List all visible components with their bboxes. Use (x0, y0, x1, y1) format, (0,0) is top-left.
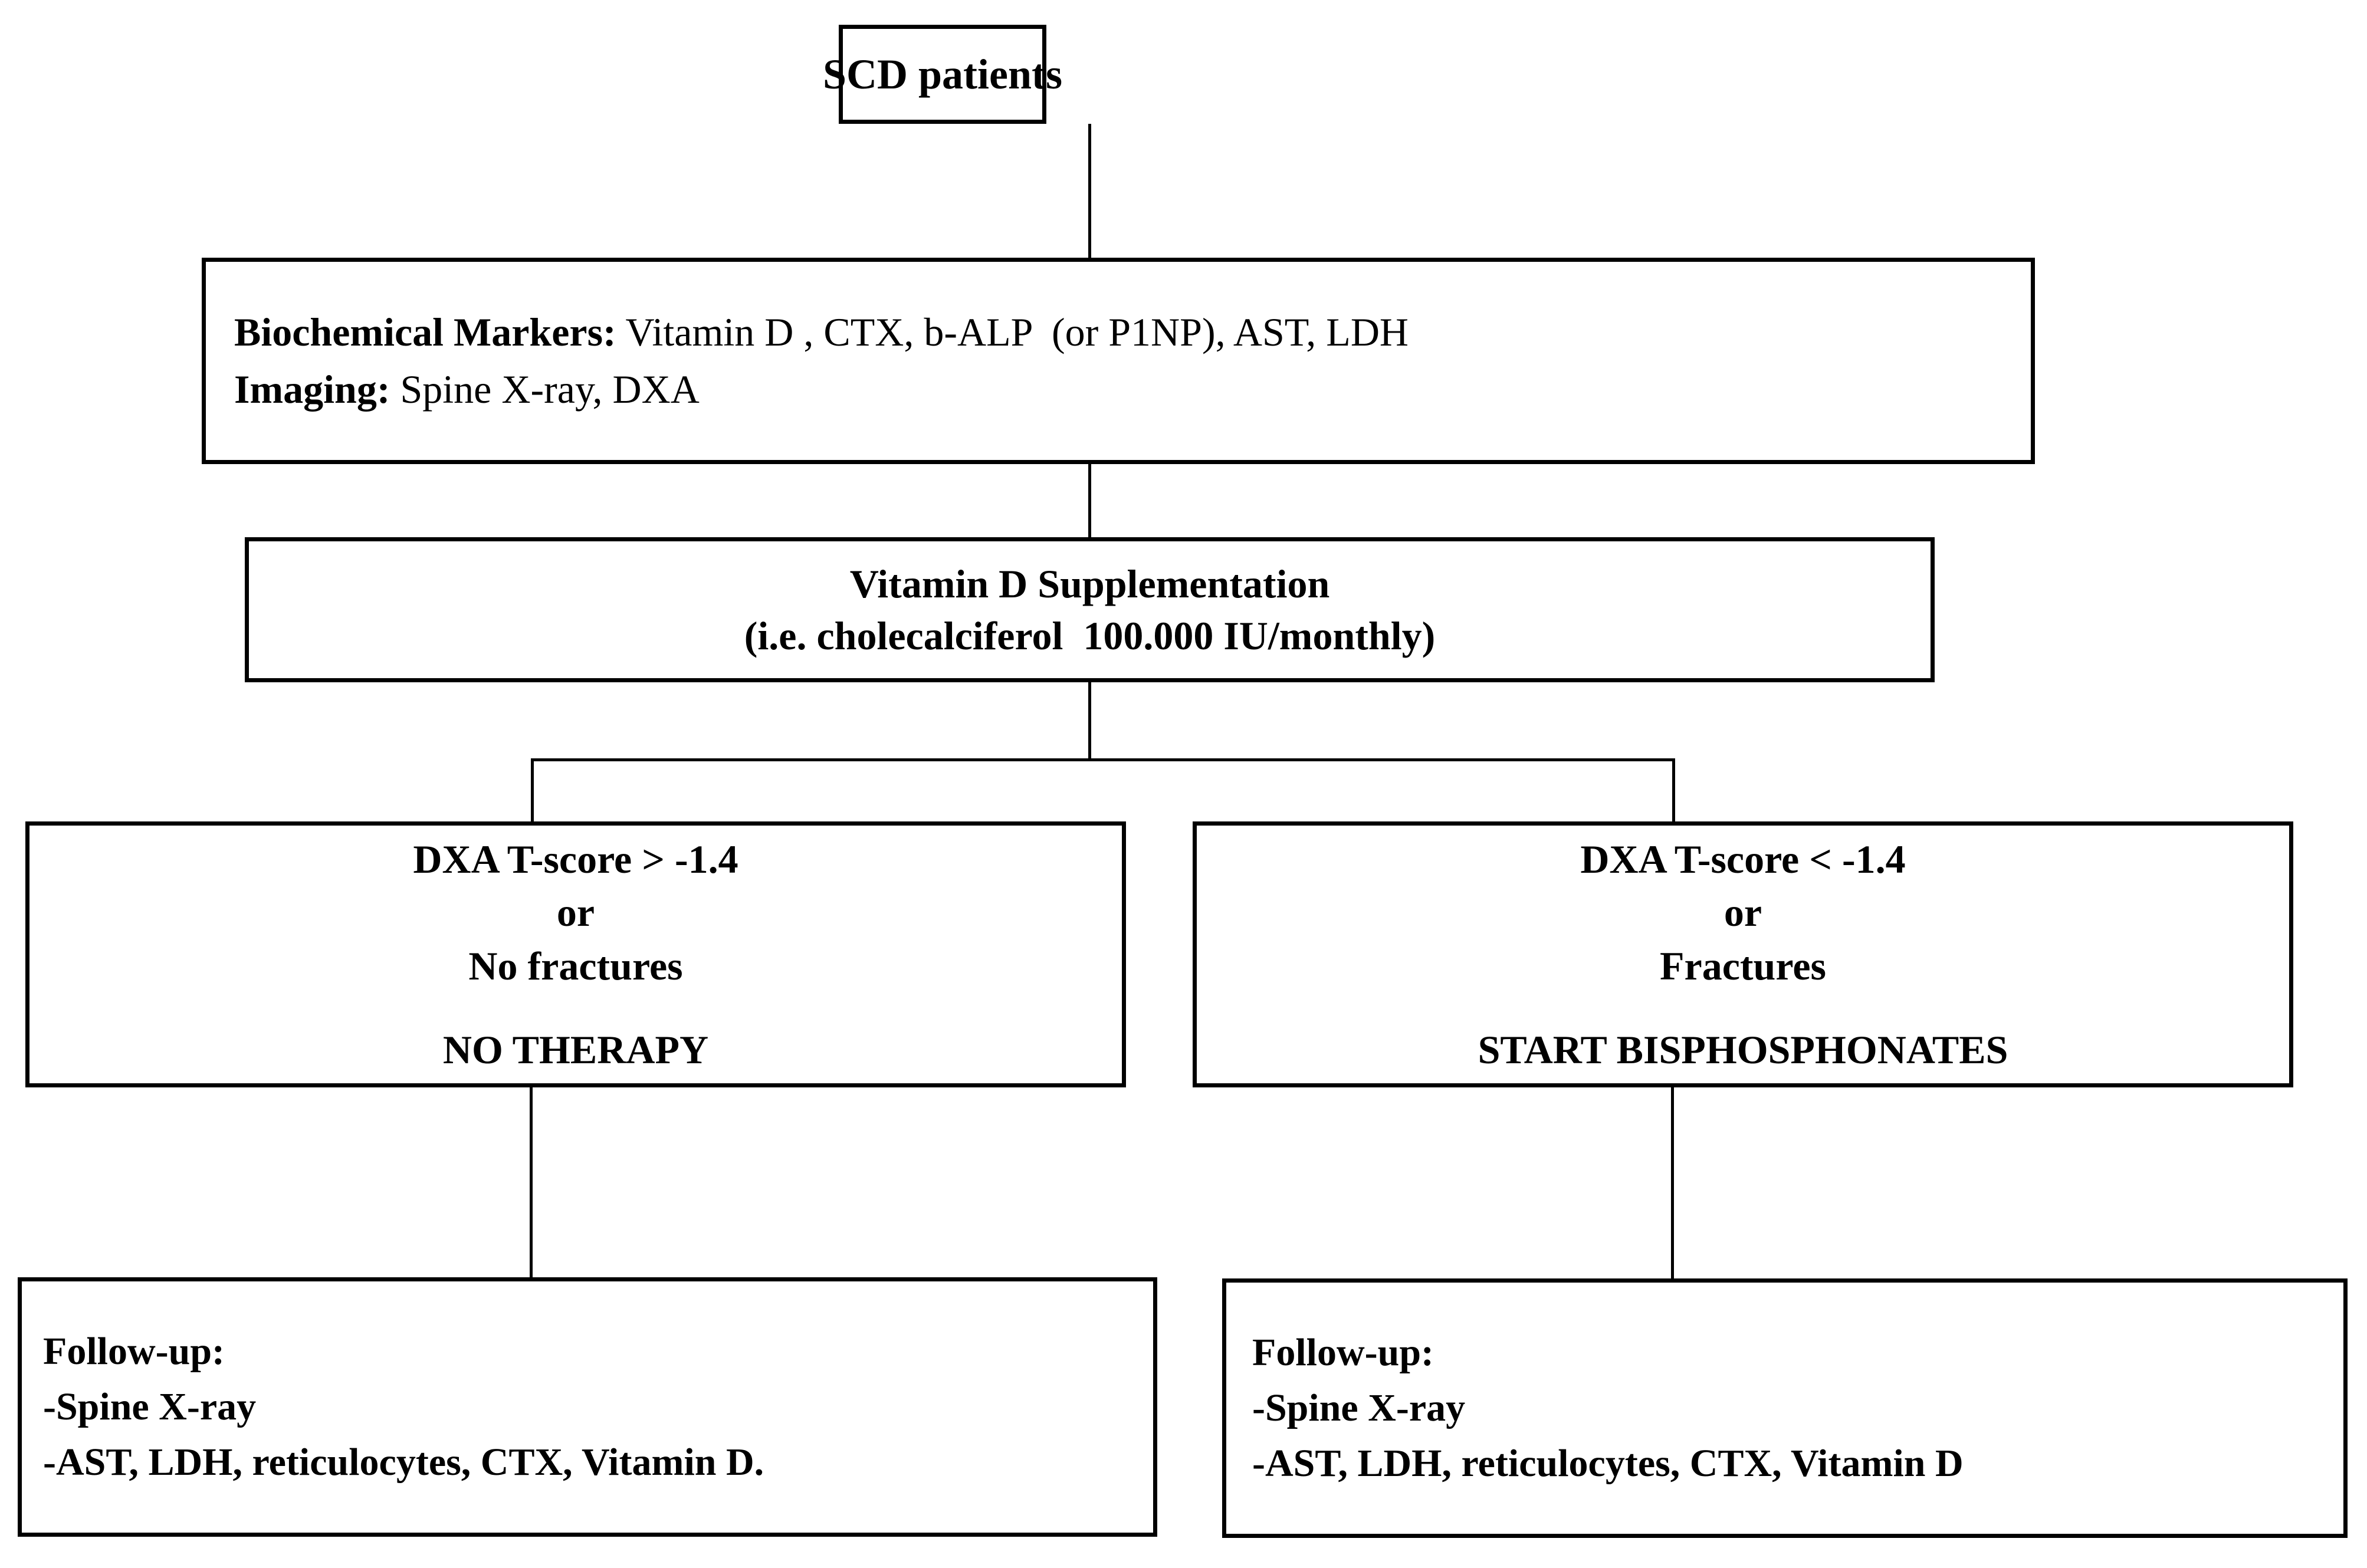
node-left-decision: DXA T-score > -1.4 or No fractures NO TH… (25, 821, 1126, 1087)
connector-split-horizontal-bar (531, 758, 1675, 761)
connector-right-decision-to-followup (1671, 1086, 1674, 1280)
left-decision-conjunction: or (556, 890, 595, 935)
left-decision-criterion: DXA T-score > -1.4 (413, 836, 738, 882)
assessment-markers-line: Biochemical Markers: Vitamin D , CTX, b-… (234, 304, 1409, 361)
connector-split-to-left-decision (531, 758, 534, 823)
assessment-markers-label: Biochemical Markers: (234, 310, 616, 355)
scd-patients-label: SCD patients (822, 50, 1063, 98)
node-vitamin-d-supplementation: Vitamin D Supplementation (i.e. cholecal… (245, 537, 1935, 682)
left-decision-action: NO THERAPY (442, 1027, 709, 1072)
left-followup-item-2: -AST, LDH, reticulocytes, CTX, Vitamin D… (43, 1440, 764, 1484)
right-decision-criterion: DXA T-score < -1.4 (1580, 836, 1906, 882)
assessment-imaging-value: Spine X-ray, DXA (390, 367, 700, 412)
right-followup-heading: Follow-up: (1252, 1331, 1434, 1375)
right-decision-alternative: Fractures (1660, 943, 1826, 988)
assessment-imaging-label: Imaging: (234, 367, 390, 412)
connector-split-to-right-decision (1672, 758, 1675, 823)
connector-supplementation-to-split (1088, 682, 1091, 760)
right-decision-action: START BISPHOSPHONATES (1478, 1027, 2008, 1072)
node-right-decision: DXA T-score < -1.4 or Fractures START BI… (1193, 821, 2293, 1087)
node-right-followup: Follow-up: -Spine X-ray -AST, LDH, retic… (1222, 1278, 2348, 1538)
connector-left-decision-to-followup (530, 1086, 533, 1279)
assessment-markers-value: Vitamin D , CTX, b-ALP (or P1NP), AST, L… (616, 310, 1409, 355)
supplementation-line-1: Vitamin D Supplementation (849, 561, 1330, 606)
right-followup-item-2: -AST, LDH, reticulocytes, CTX, Vitamin D (1252, 1441, 1964, 1485)
left-followup-item-1: -Spine X-ray (43, 1385, 257, 1429)
supplementation-line-2: (i.e. cholecalciferol 100.000 IU/monthly… (744, 613, 1436, 658)
assessment-imaging-line: Imaging: Spine X-ray, DXA (234, 361, 700, 418)
node-assessment: Biochemical Markers: Vitamin D , CTX, b-… (202, 258, 2035, 464)
node-scd-patients: SCD patients (823, 25, 1062, 124)
right-followup-item-1: -Spine X-ray (1252, 1386, 1466, 1430)
connector-assessment-to-supplementation (1088, 464, 1091, 539)
right-decision-conjunction: or (1723, 890, 1762, 935)
node-left-followup: Follow-up: -Spine X-ray -AST, LDH, retic… (18, 1277, 1157, 1537)
left-followup-heading: Follow-up: (43, 1330, 225, 1373)
connector-scd-to-assessment (1088, 124, 1091, 259)
left-decision-alternative: No fractures (468, 943, 683, 988)
